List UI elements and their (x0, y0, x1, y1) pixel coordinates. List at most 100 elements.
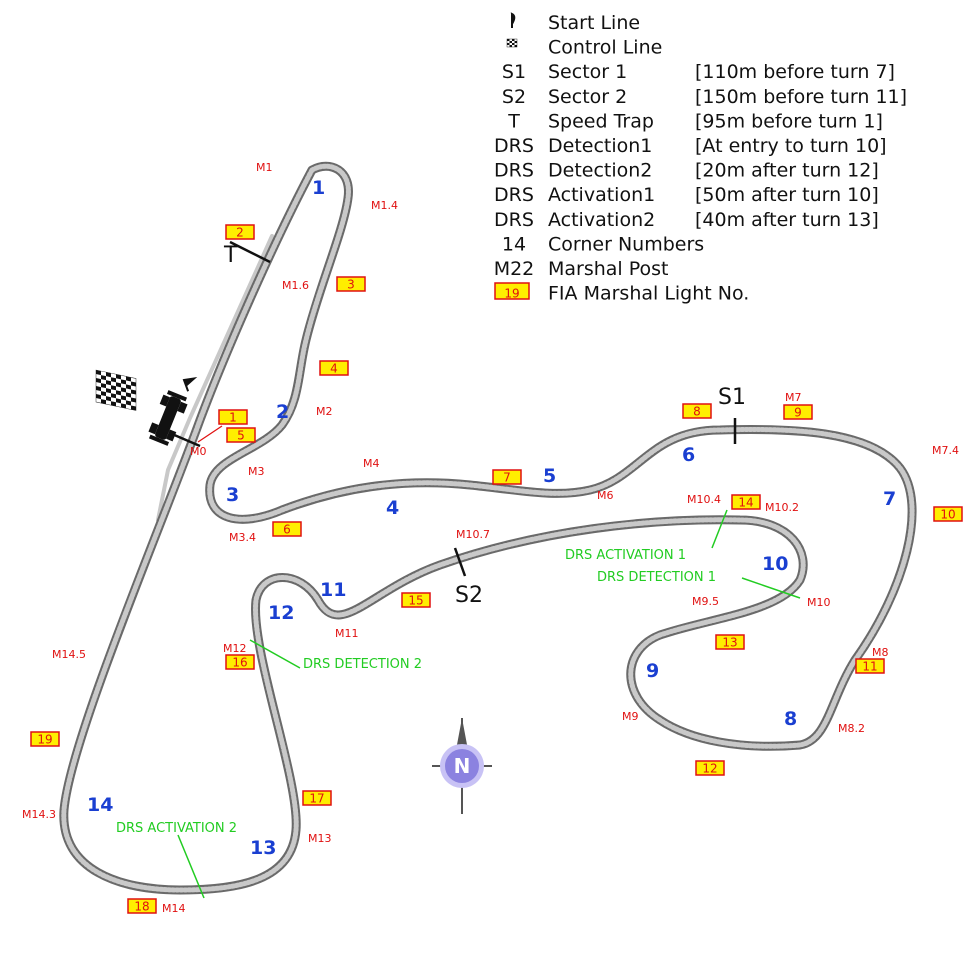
legend-label: Speed Trap (548, 110, 654, 132)
marshal-posts: M1 M1.4 M1.6 M2 M0 M3 M3.4 M4 M6 M7 M7.4… (22, 161, 959, 915)
corner-2: 2 (276, 401, 289, 423)
compass-icon: N (432, 718, 492, 814)
legend-note: [110m before turn 7] (695, 61, 895, 83)
legend-label: FIA Marshal Light No. (548, 283, 749, 305)
marshal-light-number: 2 (236, 226, 244, 240)
marshal-post: M10.4 (687, 493, 721, 506)
corner-7: 7 (883, 488, 896, 510)
marshal-light-box (855, 658, 885, 674)
legend-note: [95m before turn 1] (695, 110, 883, 132)
marshal-post: M7.4 (932, 444, 959, 457)
legend-symbol: M22 (494, 258, 535, 280)
legend-label: Sector 2 (548, 86, 627, 108)
start-flag-icon (182, 376, 198, 392)
legend-symbol: T (507, 110, 520, 132)
drs-activation1-label: DRS ACTIVATION 1 (565, 548, 686, 563)
marshal-light-number: 9 (794, 406, 802, 420)
marshal-light-number: 3 (347, 278, 355, 292)
checkered-flag-icon (95, 369, 137, 411)
drs-detection1-line (741, 577, 801, 599)
legend-note: [150m before turn 11] (695, 86, 907, 108)
checkered-flag-icon (506, 38, 518, 48)
legend-note: [At entry to turn 10] (695, 135, 887, 157)
sector2-label: S2 (455, 583, 483, 608)
marshal-light-box (731, 494, 761, 510)
legend-symbol: DRS (494, 160, 534, 182)
marshal-post: M13 (308, 832, 332, 845)
marshal-light-number: 15 (408, 594, 423, 608)
marshal-light-number: 10 (940, 508, 955, 522)
marshal-light-number: 18 (134, 900, 149, 914)
legend-label: Start Line (548, 12, 640, 34)
marshal-light-box (682, 403, 712, 419)
legend-symbol: S1 (502, 61, 526, 83)
marshal-light-box (783, 404, 813, 420)
corner-13: 13 (250, 837, 276, 859)
pit-lane (156, 234, 274, 522)
speed-trap-label: T (223, 243, 238, 268)
light-1-leader (197, 425, 223, 443)
legend-symbol: DRS (494, 135, 534, 157)
corner-5: 5 (543, 465, 556, 487)
marshal-light-box (302, 790, 332, 806)
marshal-post: M3.4 (229, 531, 256, 544)
drs-detection2-line (249, 639, 301, 669)
marshal-light-box (933, 506, 963, 522)
marshal-light-number: 7 (503, 471, 511, 485)
marshal-light-box (127, 898, 157, 914)
marshal-light-number: 12 (702, 762, 717, 776)
speed-trap-line (229, 240, 271, 264)
marshal-light-number: 19 (37, 733, 52, 747)
marshal-light-box (492, 469, 522, 485)
marshal-light-number: 14 (738, 496, 753, 510)
marshal-light-box (225, 224, 255, 240)
legend-note: [20m after turn 12] (695, 160, 879, 182)
drs-activation1-line (711, 509, 728, 549)
marshal-post: M7 (785, 391, 802, 404)
marshal-light-box (30, 731, 60, 747)
marshal-post: M9.5 (692, 595, 719, 608)
race-car-icon (148, 390, 188, 446)
marshal-light-box (272, 521, 302, 537)
marshal-post: M3 (248, 465, 265, 478)
marshal-post: M1.6 (282, 279, 309, 292)
marshal-post: M1 (256, 161, 273, 174)
legend-label: Activation1 (548, 184, 655, 206)
marshal-light-number: 5 (237, 429, 245, 443)
legend-label: Corner Numbers (548, 233, 704, 255)
marshal-post: M1.4 (371, 199, 398, 212)
marshal-light-box (336, 276, 366, 292)
marshal-post: M2 (316, 405, 333, 418)
sector2-line (453, 547, 467, 577)
marshal-post: M9 (622, 710, 639, 723)
marshal-light-box (715, 634, 745, 650)
legend-symbol: 14 (502, 233, 526, 255)
track (59, 161, 917, 895)
marshal-light-number: 8 (693, 405, 701, 419)
legend-symbol: 19 (504, 287, 519, 301)
marshal-post: M14 (162, 902, 186, 915)
corner-8: 8 (784, 708, 797, 730)
marshal-light-number: 6 (283, 523, 291, 537)
marshal-post: M10.7 (456, 528, 490, 541)
corner-11: 11 (320, 579, 346, 601)
marshal-light-box (695, 760, 725, 776)
marshal-light-number: 17 (309, 792, 324, 806)
drs-activation2-line (177, 834, 205, 899)
marshal-post: M11 (335, 627, 359, 640)
corner-12: 12 (268, 602, 294, 624)
marshal-light-box (218, 409, 248, 425)
marshal-light-box (401, 592, 431, 608)
compass-label: N (454, 754, 471, 778)
marshal-light-box (226, 427, 256, 443)
corner-4: 4 (386, 497, 399, 519)
corner-9: 9 (646, 660, 659, 682)
marshal-post: M14.5 (52, 648, 86, 661)
drs-activation2-label: DRS ACTIVATION 2 (116, 821, 237, 836)
corner-14: 14 (87, 794, 113, 816)
corner-6: 6 (682, 444, 695, 466)
marshal-post: M10.2 (765, 501, 799, 514)
